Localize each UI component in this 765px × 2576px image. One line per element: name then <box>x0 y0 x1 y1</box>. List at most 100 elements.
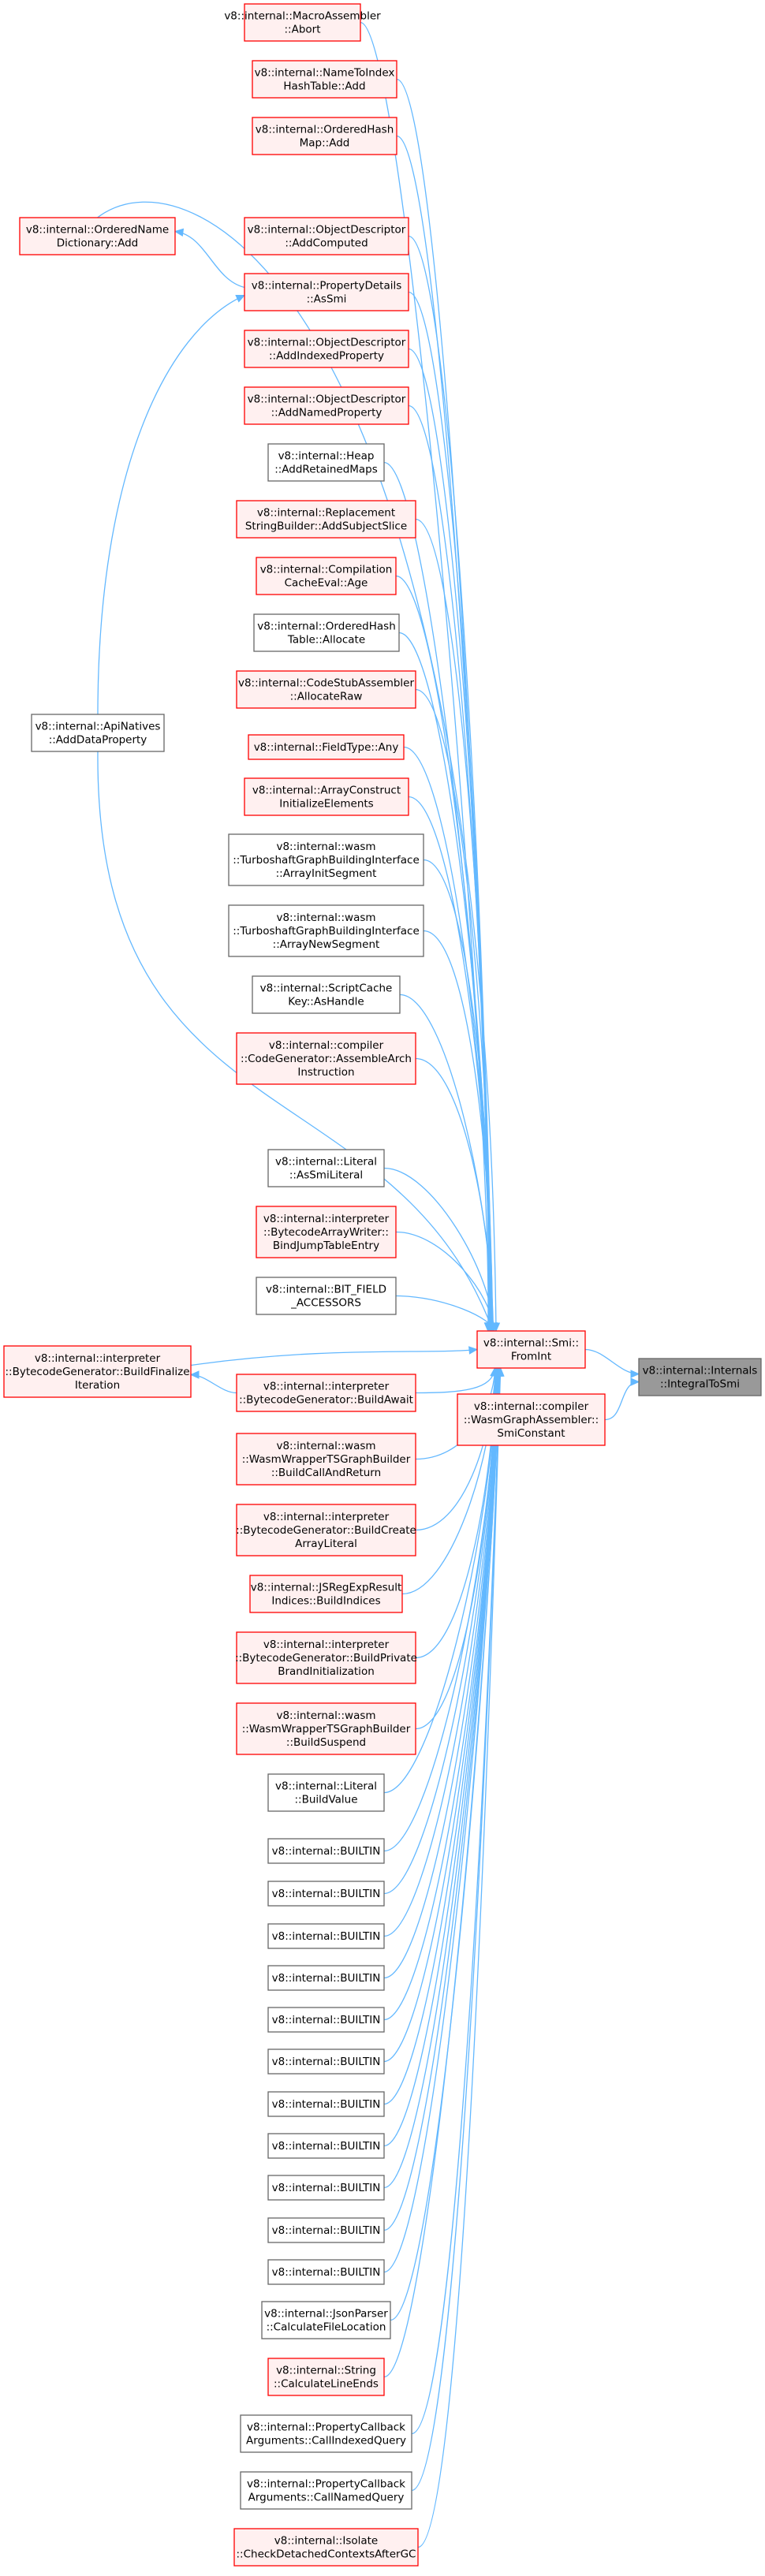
graph-node[interactable]: v8::internal::PropertyCallbackArguments:… <box>240 2471 412 2510</box>
graph-node[interactable]: v8::internal::interpreter::BytecodeGener… <box>235 1631 417 1684</box>
node-label: v8::internal::BUILTIN <box>272 2056 381 2068</box>
node-box <box>236 1631 416 1684</box>
node-label: ::AddDataProperty <box>49 734 147 747</box>
graph-node[interactable]: v8::internal::ArrayConstructInitializeEl… <box>244 777 409 816</box>
graph-node[interactable]: v8::internal::Smi::FromInt <box>476 1330 586 1369</box>
node-label: v8::internal::ObjectDescriptor <box>248 393 406 406</box>
node-label: v8::internal::NameToIndex <box>255 67 395 80</box>
graph-node[interactable]: v8::internal::wasm::WasmWrapperTSGraphBu… <box>236 1433 416 1486</box>
graph-node[interactable]: v8::internal::CodeStubAssembler::Allocat… <box>236 670 416 709</box>
node-label: ::TurboshaftGraphBuildingInterface <box>233 925 420 938</box>
node-box <box>244 777 409 816</box>
edge-arrowhead <box>174 228 185 237</box>
edge-n27-n24 <box>604 1381 640 1421</box>
graph-node[interactable]: v8::internal::PropertyDetails::AsSmi <box>244 273 409 311</box>
edge-n48-n23 <box>411 1367 502 2492</box>
graph-node[interactable]: v8::internal::wasm::TurboshaftGraphBuild… <box>228 904 424 957</box>
node-label: v8::internal::wasm <box>276 1709 375 1722</box>
graph-node[interactable]: v8::internal::ObjectDescriptor::AddIndex… <box>244 330 409 368</box>
node-label: ::ArrayNewSegment <box>273 938 380 951</box>
node-box <box>244 386 409 425</box>
node-label: v8::internal::PropertyCallback <box>247 2421 405 2434</box>
node-box <box>267 1965 385 1991</box>
graph-node[interactable]: v8::internal::FieldType::Any <box>248 734 405 760</box>
node-label: HashTable::Add <box>283 80 365 93</box>
graph-node[interactable]: v8::internal::BUILTIN <box>267 2048 385 2075</box>
node-label: v8::internal::interpreter <box>35 1352 161 1365</box>
node-label: ::WasmGraphAssembler:: <box>464 1414 599 1426</box>
node-label: v8::internal::Smi:: <box>483 1337 579 1350</box>
graph-node[interactable]: v8::internal::Literal::BuildValue <box>267 1773 385 1812</box>
node-label: v8::internal::PropertyCallback <box>247 2478 405 2491</box>
edge-n37-n23 <box>383 1367 498 1979</box>
graph-node[interactable]: v8::internal::BUILTIN <box>267 2133 385 2159</box>
graph-node[interactable]: v8::internal::Isolate::CheckDetachedCont… <box>233 2528 419 2567</box>
node-label: Table::Allocate <box>287 634 365 647</box>
node-box <box>267 1149 385 1187</box>
node-label: v8::internal::interpreter <box>263 1638 390 1651</box>
graph-node[interactable]: v8::internal::BUILTIN <box>267 2091 385 2117</box>
graph-node[interactable]: v8::internal::JSRegExpResultIndices::Bui… <box>249 1575 403 1613</box>
node-label: SmiConstant <box>497 1427 565 1440</box>
graph-node[interactable]: v8::internal::ObjectDescriptor::AddNamed… <box>244 386 409 425</box>
node-label: CacheEval::Age <box>285 577 368 590</box>
graph-node[interactable]: v8::internal::BUILTIN <box>267 1881 385 1907</box>
node-label: v8::internal::BUILTIN <box>272 1888 381 1900</box>
node-label: v8::internal::Replacement <box>257 507 395 520</box>
graph-node[interactable]: v8::internal::ObjectDescriptor::AddCompu… <box>244 217 409 255</box>
node-box <box>253 613 400 652</box>
edge-n13-n23 <box>97 751 494 1332</box>
edge-n26-n23 <box>415 1367 496 1394</box>
node-box <box>236 1433 416 1486</box>
node-box <box>267 1881 385 1907</box>
graph-node[interactable]: v8::internal::Literal::AsSmiLiteral <box>267 1149 385 1187</box>
node-label: ::BytecodeArrayWriter:: <box>263 1226 389 1239</box>
node-box <box>267 2007 385 2033</box>
node-label: Iteration <box>75 1379 120 1392</box>
node-label: v8::internal::interpreter <box>263 1381 390 1393</box>
graph-node[interactable]: v8::internal::wasm::TurboshaftGraphBuild… <box>228 833 424 886</box>
node-box <box>249 1575 403 1613</box>
node-label: v8::internal::compiler <box>474 1400 589 1413</box>
graph-node[interactable]: v8::internal::compiler::WasmGraphAssembl… <box>457 1393 606 1446</box>
node-label: ::AllocateRaw <box>290 691 363 703</box>
graph-node[interactable]: v8::internal::ApiNatives::AddDataPropert… <box>31 714 165 752</box>
graph-node[interactable]: v8::internal::compiler::CodeGenerator::A… <box>236 1032 416 1085</box>
graph-node[interactable]: v8::internal::BUILTIN <box>267 1838 385 1864</box>
graph-node: v8::internal::Internals::IntegralToSmi <box>638 1358 762 1396</box>
node-box <box>244 3 361 42</box>
node-label: Indices::BuildIndices <box>271 1595 380 1608</box>
node-label: v8::internal::interpreter <box>263 1511 390 1523</box>
graph-node[interactable]: v8::internal::interpreter::BytecodeGener… <box>236 1504 416 1556</box>
graph-node[interactable]: v8::internal::BUILTIN <box>267 1923 385 1949</box>
edge-n20-n23 <box>383 1167 494 1332</box>
graph-node[interactable]: v8::internal::wasm::WasmWrapperTSGraphBu… <box>236 1702 416 1755</box>
node-label: v8::internal::BUILTIN <box>272 2014 381 2026</box>
graph-node[interactable]: v8::internal::interpreter::BytecodeArray… <box>256 1206 397 1258</box>
node-box <box>261 2301 391 2339</box>
graph-node[interactable]: v8::internal::BUILTIN <box>267 2217 385 2243</box>
graph-node[interactable]: v8::internal::MacroAssembler::Abort <box>224 3 381 42</box>
graph-node[interactable]: v8::internal::ReplacementStringBuilder::… <box>236 500 416 539</box>
graph-node[interactable]: v8::internal::BUILTIN <box>267 2007 385 2033</box>
graph-node[interactable]: v8::internal::BUILTIN <box>267 1965 385 1991</box>
node-box <box>457 1393 606 1446</box>
node-label: v8::internal::ArrayConstruct <box>252 785 401 797</box>
graph-node[interactable]: v8::internal::Heap::AddRetainedMaps <box>267 443 385 482</box>
graph-node[interactable]: v8::internal::BUILTIN <box>267 2175 385 2201</box>
graph-node[interactable]: v8::internal::interpreter::BytecodeGener… <box>236 1374 416 1412</box>
graph-node[interactable]: v8::internal::String::CalculateLineEnds <box>267 2358 385 2396</box>
graph-node[interactable]: v8::internal::BUILTIN <box>267 2259 385 2285</box>
graph-node[interactable]: v8::internal::interpreter::BytecodeGener… <box>3 1345 192 1398</box>
graph-node[interactable]: v8::internal::BIT_FIELD_ACCESSORS <box>256 1277 397 1315</box>
graph-node[interactable]: v8::internal::JsonParser::CalculateFileL… <box>261 2301 391 2339</box>
node-label: v8::internal::OrderedHash <box>257 621 396 633</box>
graph-node[interactable]: v8::internal::PropertyCallbackArguments:… <box>240 2414 412 2453</box>
node-label: ::CodeGenerator::AssembleArch <box>241 1053 412 1065</box>
